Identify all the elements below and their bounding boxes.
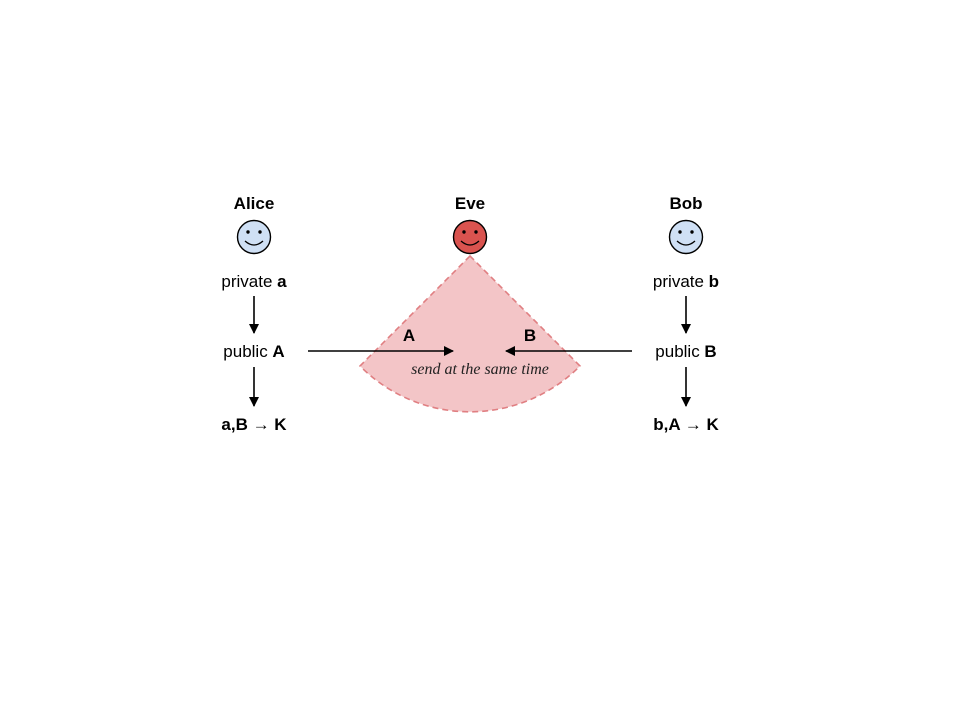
eve-eavesdrop-zone (358, 254, 582, 413)
sent-key-a-label: A (403, 326, 415, 345)
eve-name: Eve (455, 194, 485, 213)
alice-smiley-face-icon (236, 219, 272, 255)
alice-name: Alice (234, 194, 275, 213)
alice-public-key: public A (223, 342, 284, 361)
bob-public-key: public B (655, 342, 716, 361)
alice-private-key: private a (221, 272, 287, 291)
bob-smiley-face-icon (668, 219, 704, 255)
alice-shared-key: a,B → K (221, 415, 287, 434)
eve-smiley-face-icon (452, 219, 488, 255)
bob-name: Bob (669, 194, 702, 213)
bob-shared-key: b,A → K (653, 415, 719, 434)
sent-key-b-label: B (524, 326, 536, 345)
simultaneous-send-note: send at the same time (411, 361, 549, 378)
bob-private-key: private b (653, 272, 719, 291)
